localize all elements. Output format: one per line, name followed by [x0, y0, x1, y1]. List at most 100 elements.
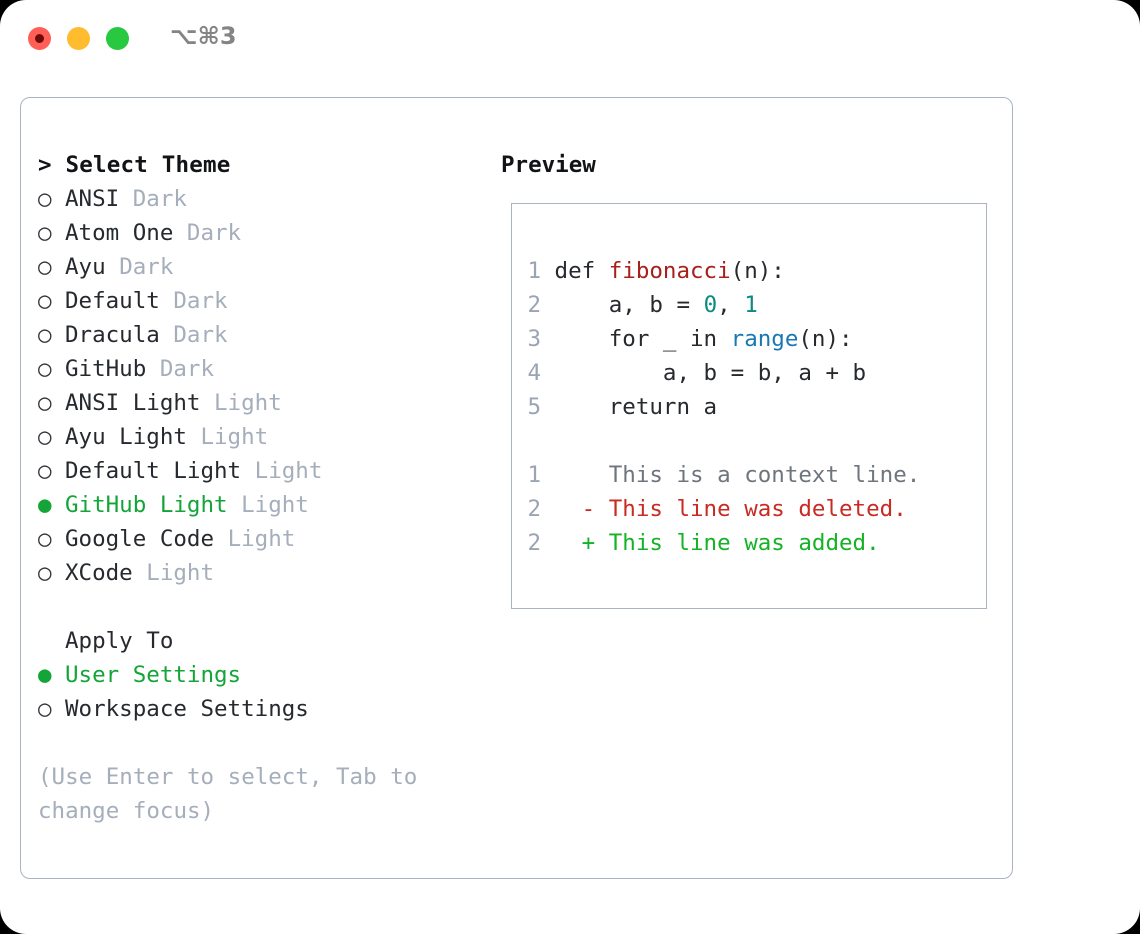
gutter-gap: [541, 292, 555, 318]
diff-line: 1 This is a context line.: [526, 458, 976, 492]
theme-list-item[interactable]: ○ Default Light Light: [38, 454, 488, 488]
theme-variant-tag: Dark: [159, 356, 215, 382]
theme-list: ○ ANSI Dark○ Atom One Dark○ Ayu Dark○ De…: [38, 182, 488, 590]
theme-variant-tag: Dark: [173, 322, 228, 348]
diff-line-text: - This line was deleted.: [541, 496, 907, 522]
theme-name: Ayu: [65, 254, 120, 280]
code-token-plain: return a: [554, 394, 718, 420]
preview-label: Preview: [501, 152, 596, 178]
maximize-window-button[interactable]: [106, 27, 129, 50]
minimize-window-button[interactable]: [67, 27, 90, 50]
theme-name: Ayu Light: [65, 424, 201, 450]
line-number: 2: [527, 292, 541, 318]
window-title: ⌥⌘3: [170, 22, 237, 50]
theme-name: XCode: [65, 560, 147, 586]
radio-unselected-icon[interactable]: ○: [38, 424, 66, 450]
preview-column: Preview 1 def fibonacci(n):2 a, b = 0, 1…: [501, 148, 1001, 609]
diff-line-text: This is a context line.: [541, 462, 921, 488]
theme-variant-tag: Light: [214, 390, 282, 416]
title-bar: ⌥⌘3: [0, 0, 1140, 78]
code-token-plain: for _ in: [554, 326, 731, 352]
radio-unselected-icon[interactable]: ○: [38, 526, 66, 552]
theme-name: GitHub Light: [65, 492, 242, 518]
theme-name: ANSI Light: [65, 390, 215, 416]
line-number: 1: [527, 462, 541, 488]
apply-to-label: User Settings: [65, 662, 242, 688]
theme-variant-tag: Dark: [119, 254, 174, 280]
radio-unselected-icon[interactable]: ○: [38, 390, 66, 416]
apply-to-option[interactable]: ○ Workspace Settings: [38, 692, 488, 726]
radio-unselected-icon[interactable]: ○: [38, 322, 66, 348]
theme-list-item[interactable]: ○ Ayu Light Light: [38, 420, 488, 454]
theme-name: ANSI: [65, 186, 133, 212]
select-theme-header-label: Select Theme: [65, 152, 231, 178]
code-line: 5 return a: [526, 390, 976, 424]
theme-list-item[interactable]: ○ Atom One Dark: [38, 216, 488, 250]
code-line: 2 a, b = 0, 1: [526, 288, 976, 322]
code-token-fn: fibonacci: [608, 258, 731, 284]
gutter-gap: [541, 394, 555, 420]
main-panel: > Select Theme ○ ANSI Dark○ Atom One Dar…: [20, 97, 1013, 879]
radio-unselected-icon[interactable]: ○: [38, 458, 66, 484]
radio-unselected-icon[interactable]: ○: [38, 288, 66, 314]
code-blank-line: [526, 424, 976, 458]
theme-name: Google Code: [65, 526, 228, 552]
theme-name: Default Light: [65, 458, 255, 484]
theme-list-item[interactable]: ○ ANSI Dark: [38, 182, 488, 216]
theme-variant-tag: Light: [200, 424, 269, 450]
line-number: 1: [527, 258, 541, 284]
line-number: 2: [527, 530, 541, 556]
theme-selector-column: > Select Theme ○ ANSI Dark○ Atom One Dar…: [38, 148, 488, 828]
code-token-plain: (n):: [730, 258, 785, 284]
apply-to-option[interactable]: ● User Settings: [38, 658, 488, 692]
gutter-gap: [541, 326, 555, 352]
diff-line: 2 + This line was added.: [526, 526, 976, 560]
theme-variant-tag: Dark: [132, 186, 187, 212]
theme-list-item[interactable]: ○ GitHub Dark: [38, 352, 488, 386]
apply-to-list: ● User Settings○ Workspace Settings: [38, 658, 488, 726]
theme-name: Atom One: [65, 220, 187, 246]
theme-list-item[interactable]: ● GitHub Light Light: [38, 488, 488, 522]
radio-unselected-icon[interactable]: ○: [38, 696, 66, 722]
radio-unselected-icon[interactable]: ○: [38, 254, 66, 280]
code-token-num: 0: [703, 292, 718, 318]
theme-list-item[interactable]: ○ Ayu Dark: [38, 250, 488, 284]
line-number: 3: [527, 326, 541, 352]
diff-line: 2 - This line was deleted.: [526, 492, 976, 526]
select-theme-header-prefix: >: [38, 152, 66, 178]
theme-variant-tag: Light: [254, 458, 323, 484]
select-theme-header: > Select Theme: [38, 148, 488, 182]
radio-unselected-icon[interactable]: ○: [38, 186, 66, 212]
code-line: 1 def fibonacci(n):: [526, 254, 976, 288]
theme-list-item[interactable]: ○ ANSI Light Light: [38, 386, 488, 420]
theme-list-item[interactable]: ○ Dracula Dark: [38, 318, 488, 352]
code-token-builtin: range: [730, 326, 799, 352]
code-line: 4 a, b = b, a + b: [526, 356, 976, 390]
line-number: 5: [527, 394, 541, 420]
code-token-plain: a, b = b, a + b: [554, 360, 867, 386]
radio-unselected-icon[interactable]: ○: [38, 356, 66, 382]
radio-unselected-icon[interactable]: ○: [38, 560, 66, 586]
theme-name: GitHub: [65, 356, 160, 382]
theme-variant-tag: Dark: [186, 220, 242, 246]
theme-list-item[interactable]: ○ XCode Light: [38, 556, 488, 590]
radio-selected-icon[interactable]: ●: [38, 662, 66, 688]
theme-variant-tag: Light: [227, 526, 296, 552]
diff-line-text: + This line was added.: [541, 530, 880, 556]
radio-selected-icon[interactable]: ●: [38, 492, 66, 518]
close-window-indicator-icon: [35, 34, 44, 43]
keyboard-hint-text: (Use Enter to select, Tab to change focu…: [38, 764, 418, 824]
theme-variant-tag: Light: [146, 560, 215, 586]
apply-to-label: Workspace Settings: [65, 696, 309, 722]
code-line: 3 for _ in range(n):: [526, 322, 976, 356]
line-number: 2: [527, 496, 541, 522]
code-token-plain: (n):: [798, 326, 853, 352]
code-token-plain: ,: [717, 292, 745, 318]
theme-name: Dracula: [65, 322, 174, 348]
theme-list-item[interactable]: ○ Google Code Light: [38, 522, 488, 556]
radio-unselected-icon[interactable]: ○: [38, 220, 66, 246]
theme-list-item[interactable]: ○ Default Dark: [38, 284, 488, 318]
